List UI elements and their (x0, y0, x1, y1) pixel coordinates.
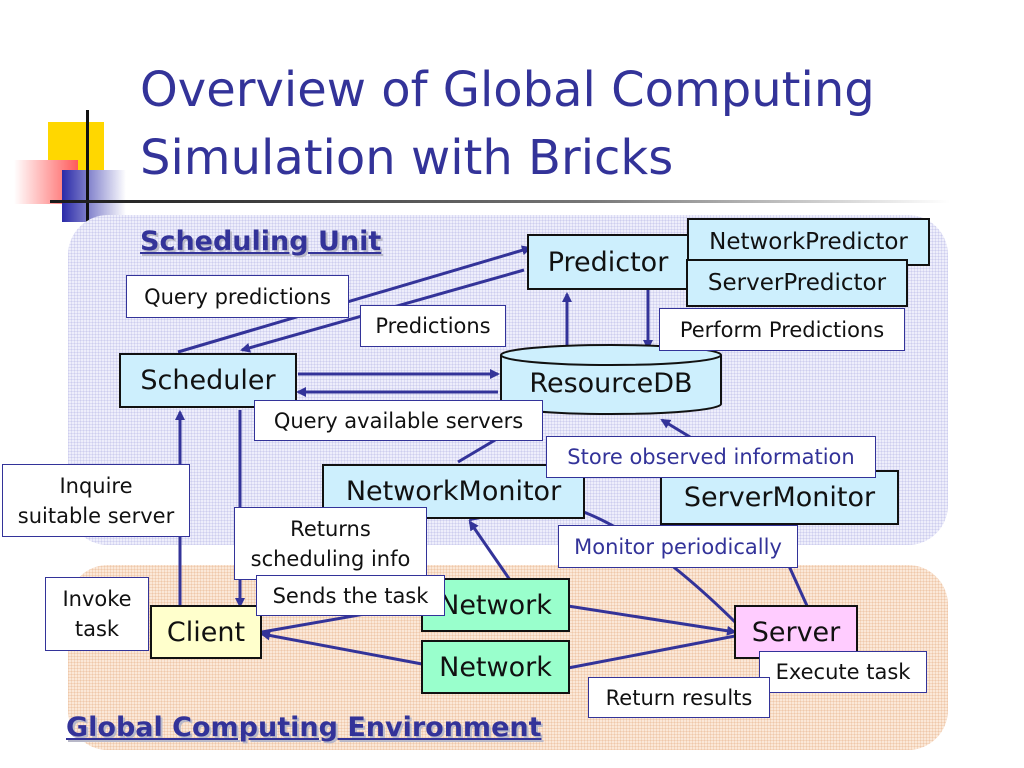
network-bottom-box: Network (421, 640, 570, 694)
predictor-box: Predictor (527, 234, 689, 290)
deco-blue-square (62, 170, 126, 222)
note-predictions: Predictions (360, 305, 506, 347)
server-box: Server (734, 605, 858, 659)
arrow-network-bottom-to-client (260, 630, 423, 666)
note-store-observed-information: Store observed information (546, 436, 876, 478)
title-rule (50, 200, 950, 203)
note-monitor-periodically: Monitor periodically (558, 525, 798, 568)
note-perform-predictions: Perform Predictions (659, 308, 905, 351)
scheduling-unit-label: Scheduling Unit (140, 226, 382, 257)
note-returns-line-2: scheduling info (250, 546, 411, 571)
note-sends-the-task: Sends the task (256, 575, 445, 616)
arrow-network-to-netmonitor (468, 520, 512, 581)
arrow-scheduler-to-predictor (177, 245, 532, 354)
network-top-box: Network (421, 578, 570, 632)
note-invoke-task: Invoke task (45, 577, 149, 651)
global-environment-label: Global Computing Environment (66, 712, 542, 743)
slide-title: Overview of Global Computing Simulation … (140, 56, 1000, 192)
client-box: Client (150, 605, 262, 659)
scheduler-box: Scheduler (119, 353, 297, 408)
note-invoke-line-1: Invoke (62, 587, 132, 611)
note-query-available-servers: Query available servers (254, 400, 543, 441)
note-invoke-line-2: task (74, 617, 120, 641)
note-inquire-line-1: Inquire (59, 473, 133, 498)
arrow-server-to-network-bottom (567, 634, 736, 670)
slide-title-line-1: Overview of Global Computing (140, 62, 875, 118)
note-returns-line-1: Returns (290, 516, 371, 541)
note-inquire-line-2: suitable server (17, 503, 175, 528)
resource-db-cylinder: ResourceDB (500, 344, 722, 416)
slide-title-line-2: Simulation with Bricks (140, 130, 674, 186)
note-query-predictions: Query predictions (126, 275, 349, 318)
note-execute-task: Execute task (759, 651, 927, 693)
arrow-network-top-to-server (567, 604, 737, 636)
resource-db-label: ResourceDB (529, 368, 693, 399)
note-return-results: Return results (588, 677, 770, 718)
server-predictor-box: ServerPredictor (686, 259, 908, 307)
note-inquire-suitable-server: Inquire suitable server (2, 464, 190, 537)
network-predictor-box: NetworkPredictor (687, 218, 930, 266)
server-monitor-box: ServerMonitor (660, 470, 899, 525)
deco-vertical-line (86, 110, 89, 226)
note-returns-scheduling-info: Returns scheduling info (234, 507, 427, 580)
